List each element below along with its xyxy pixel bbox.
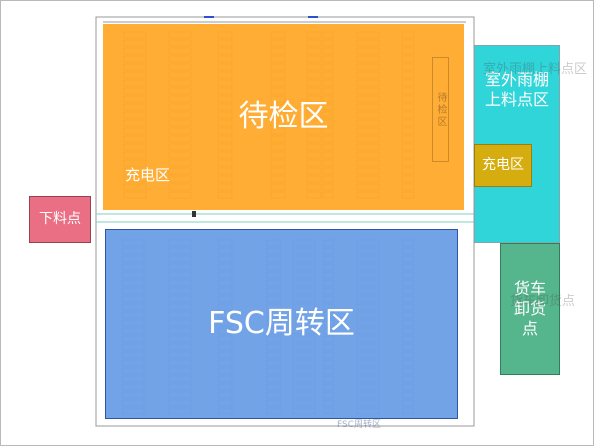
pending-inspection-zone: 待检区 bbox=[103, 24, 464, 210]
unloading-point-label: 下料点 bbox=[39, 211, 81, 228]
charge-zone-left-label: 充电区 bbox=[125, 166, 171, 184]
truck-unloading-faint-label: 货车卸货点 bbox=[510, 294, 576, 309]
forklift-icon bbox=[192, 211, 196, 217]
truck-unloading-zone: 货车卸货点 bbox=[500, 243, 560, 375]
truck-unloading-label: 货车卸货点 bbox=[513, 279, 546, 338]
charge-zone-right-label: 充电区 bbox=[482, 157, 524, 174]
fsc-transfer-label: FSC周转区 bbox=[208, 306, 355, 341]
fsc-transfer-faint-label: FSC周转区 bbox=[337, 420, 382, 430]
inspection-area-vertical-box: 待检区 bbox=[432, 57, 449, 162]
fsc-transfer-zone: FSC周转区 bbox=[105, 229, 458, 419]
unloading-point-zone: 下料点 bbox=[29, 196, 91, 243]
charge-zone-right: 充电区 bbox=[474, 144, 532, 187]
pending-inspection-label: 待检区 bbox=[238, 99, 329, 134]
outdoor-canopy-faint-label: 室外雨棚上料点区 bbox=[483, 62, 588, 77]
outdoor-canopy-label: 室外雨棚上料点区 bbox=[484, 70, 549, 109]
